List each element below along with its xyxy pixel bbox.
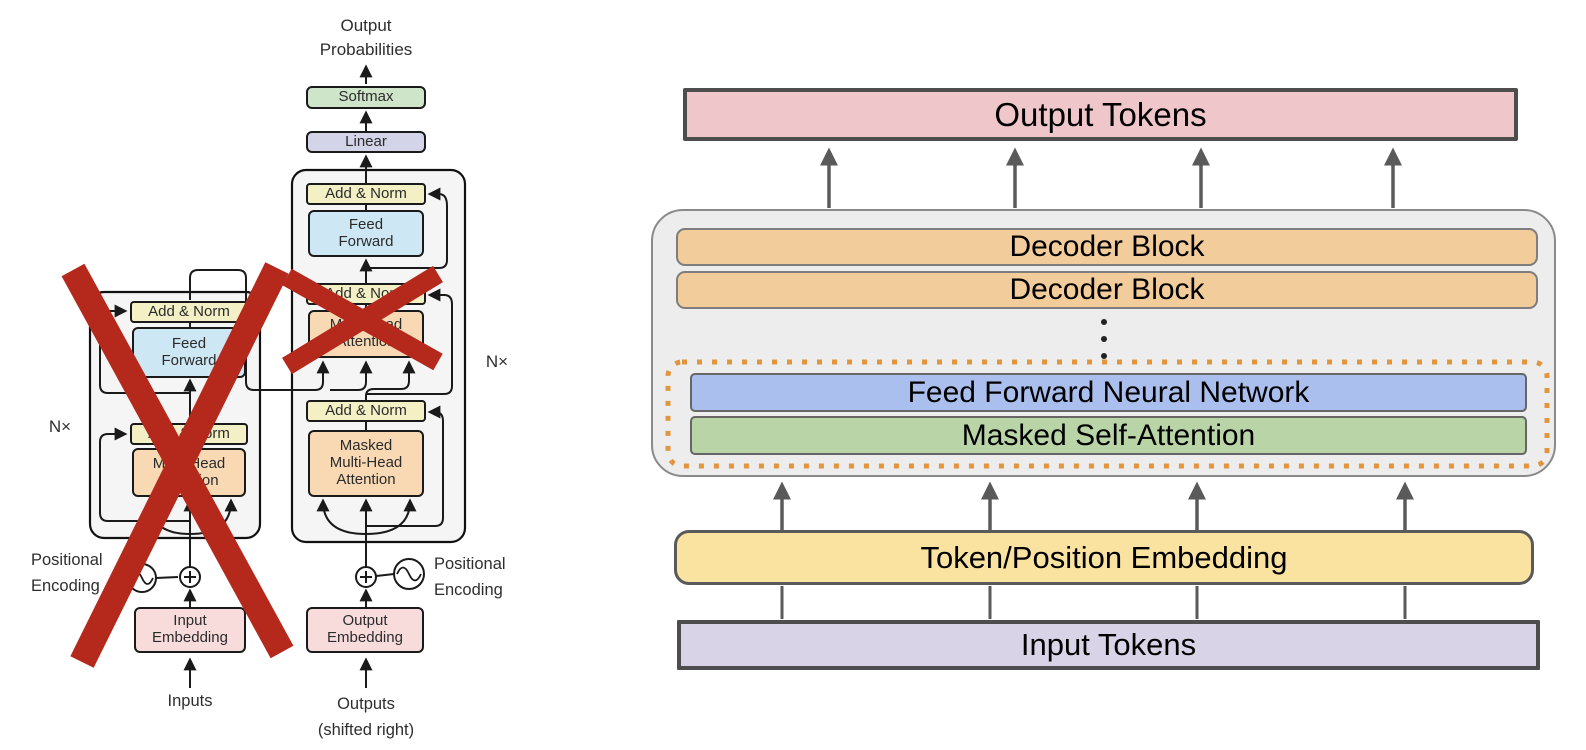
output-arrows <box>819 147 1403 208</box>
inputs-label: Inputs <box>167 692 213 710</box>
decoder-add-norm-mid-box: Add & Norm <box>306 283 426 305</box>
input-lines <box>780 586 1407 619</box>
decoder-feed-forward-box: Feed Forward <box>308 210 424 257</box>
masked-multi-head-attention-box: Masked Multi-Head Attention <box>308 430 424 497</box>
add-symbol-left-icon <box>179 566 201 588</box>
n-times-right-label: N× <box>485 352 509 371</box>
linear-box: Linear <box>306 131 426 153</box>
add-symbol-right-icon <box>355 566 377 588</box>
embedding-arrows <box>772 481 1415 530</box>
token-position-embedding-bar: Token/Position Embedding <box>674 530 1534 585</box>
masked-self-attention-bar: Masked Self-Attention <box>690 416 1527 455</box>
decoder-block-2-bar: Decoder Block <box>676 271 1538 309</box>
positional-encoding-left-label: Positional Encoding <box>31 551 103 596</box>
output-embedding-box: Output Embedding <box>306 607 424 653</box>
softmax-box: Softmax <box>306 86 426 109</box>
positional-encoding-right-label: Positional Encoding <box>434 555 506 600</box>
input-embedding-box: Input Embedding <box>134 607 246 653</box>
encoder-feed-forward-box: Feed Forward <box>132 327 246 378</box>
encoder-multi-head-attention-box: Multi-Head Attention <box>132 448 246 497</box>
input-tokens-bar: Input Tokens <box>677 620 1540 670</box>
positional-encoding-right-icon <box>393 558 425 590</box>
output-probabilities-label: Output Probabilities <box>319 16 413 60</box>
feed-forward-neural-network-bar: Feed Forward Neural Network <box>690 373 1527 412</box>
encoder-add-norm-bottom-box: Add & Norm <box>130 423 248 445</box>
decoder-add-norm-top-box: Add & Norm <box>306 183 426 205</box>
decoder-add-norm-bottom-box: Add & Norm <box>306 400 426 422</box>
decoder-block-1-bar: Decoder Block <box>676 228 1538 266</box>
n-times-left-label: N× <box>48 417 72 436</box>
encoder-add-norm-top-box: Add & Norm <box>130 301 248 323</box>
output-tokens-bar: Output Tokens <box>683 88 1518 141</box>
outputs-label: Outputs (shifted right) <box>317 695 415 739</box>
decoder-cross-attention-box: Multi-Head Attention <box>308 310 424 358</box>
